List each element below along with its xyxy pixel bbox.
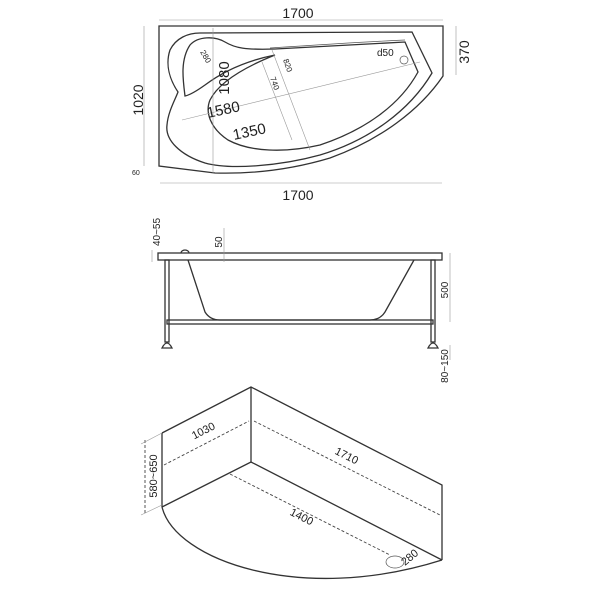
- iso-bottom-edges: [161, 461, 443, 561]
- length-1350-label: 1350: [231, 120, 267, 144]
- iso-view: 1030 1710 580~650 1400 280: [140, 386, 443, 579]
- left-leg: [164, 259, 170, 343]
- legs-label: 80~150: [440, 349, 451, 383]
- right-height-label: 370: [456, 40, 472, 64]
- side-view: 40~55 50 500 80~150: [151, 218, 451, 383]
- side-basin: [187, 259, 415, 321]
- headrest-label: 280: [198, 49, 213, 66]
- height-500-label: 500: [440, 281, 451, 298]
- wall-length-label: 1710: [333, 445, 360, 467]
- drain-label: d50: [377, 48, 394, 59]
- inner-width-label: 1080: [216, 61, 233, 94]
- height-label: 1020: [130, 84, 146, 115]
- top-back-rim: [269, 39, 406, 49]
- iso-front-arc: [161, 506, 443, 579]
- left-foot: [160, 342, 174, 349]
- right-leg: [430, 259, 436, 343]
- top-view: 1700 1700 1020 370 60 280 1080 820 740 1…: [130, 5, 472, 203]
- length-1580-label: 1580: [205, 98, 241, 122]
- depth-740-label: 740: [268, 76, 281, 92]
- top-basin-outline: [182, 37, 419, 151]
- right-foot: [426, 342, 440, 349]
- offset-60-label: 60: [132, 170, 140, 177]
- iso-top-edges: [161, 386, 443, 560]
- crossbar: [166, 319, 434, 325]
- panel-height-label: 580~650: [148, 454, 160, 497]
- bottom-width-label: 1700: [282, 187, 313, 203]
- inner-length-label: 1400: [288, 506, 315, 528]
- top-rim-outline: [166, 31, 433, 168]
- overflow-bump: [180, 249, 190, 254]
- side-rim: [157, 252, 443, 261]
- depth-820-label: 820: [281, 58, 294, 74]
- drain-circle: [399, 55, 409, 65]
- iso-drain: [385, 555, 405, 569]
- side-width-label: 1030: [190, 420, 217, 442]
- rim-offset-label: 50: [214, 236, 225, 248]
- top-outer-outline: [158, 25, 444, 174]
- top-width-label: 1700: [282, 5, 313, 21]
- rim-thickness-label: 40~55: [152, 218, 163, 247]
